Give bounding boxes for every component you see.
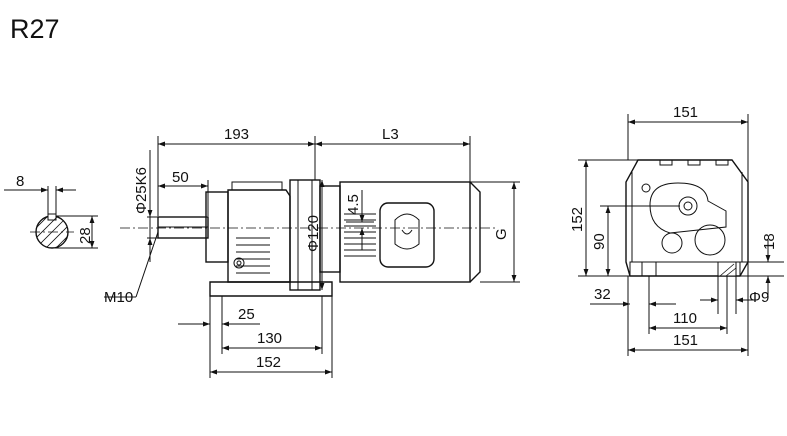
shaft-length-label: 50 [172, 169, 189, 186]
mounting-hole-left [641, 261, 657, 277]
key-width-label: 8 [16, 173, 24, 190]
housing-outline [625, 159, 749, 277]
brand-logo [394, 213, 420, 250]
shaft-center-height-label: 90 [591, 233, 608, 250]
foot-spacing-label: 130 [257, 330, 282, 347]
mounting-foot [209, 281, 333, 297]
flange-diameter-label: Φ120 [305, 215, 322, 252]
motor-body [339, 181, 471, 283]
foot-length-label: 152 [256, 354, 281, 371]
offset-label: 4.5 [345, 194, 362, 215]
shaft-height-label: 28 [77, 227, 94, 244]
housing-ribs [236, 237, 270, 274]
drain-plug [233, 257, 245, 269]
shaft-section-detail: 8 28 [4, 173, 98, 249]
foot-thickness-label: 18 [761, 233, 778, 250]
shaft-bore [678, 196, 698, 216]
edge-offset-label: 32 [594, 286, 611, 303]
motor-fins [344, 213, 376, 257]
drawing-title: R27 [10, 14, 60, 44]
foot-offset-label: 25 [238, 306, 255, 323]
end-height-label: 152 [569, 207, 586, 232]
breather-plug [641, 183, 651, 193]
motor-length-label: L3 [382, 126, 399, 143]
bearing-boss [649, 182, 727, 234]
motor-height-label: G [493, 228, 510, 240]
bearing-cover [205, 191, 229, 263]
body-length-label: 193 [224, 126, 249, 143]
hole-diameter-label: Φ9 [749, 289, 769, 306]
thread-label: M10 [104, 289, 133, 306]
end-view: 151 152 90 18 32 Φ9 110 [569, 104, 784, 356]
gear-circle-large [694, 224, 726, 256]
fan-cover [469, 181, 481, 283]
side-view: Φ25K6 50 M10 193 L3 Φ120 4.5 [104, 126, 520, 378]
terminal-box [379, 202, 435, 268]
end-foot [629, 261, 741, 277]
foot-width-label: 151 [673, 332, 698, 349]
gear-circle-small [661, 232, 683, 254]
shaft-diameter-label: Φ25K6 [133, 167, 150, 214]
hole-spacing-label: 110 [673, 310, 697, 327]
motor-end-ring [319, 185, 341, 273]
keyway [47, 213, 57, 221]
top-width-label: 151 [673, 104, 698, 121]
